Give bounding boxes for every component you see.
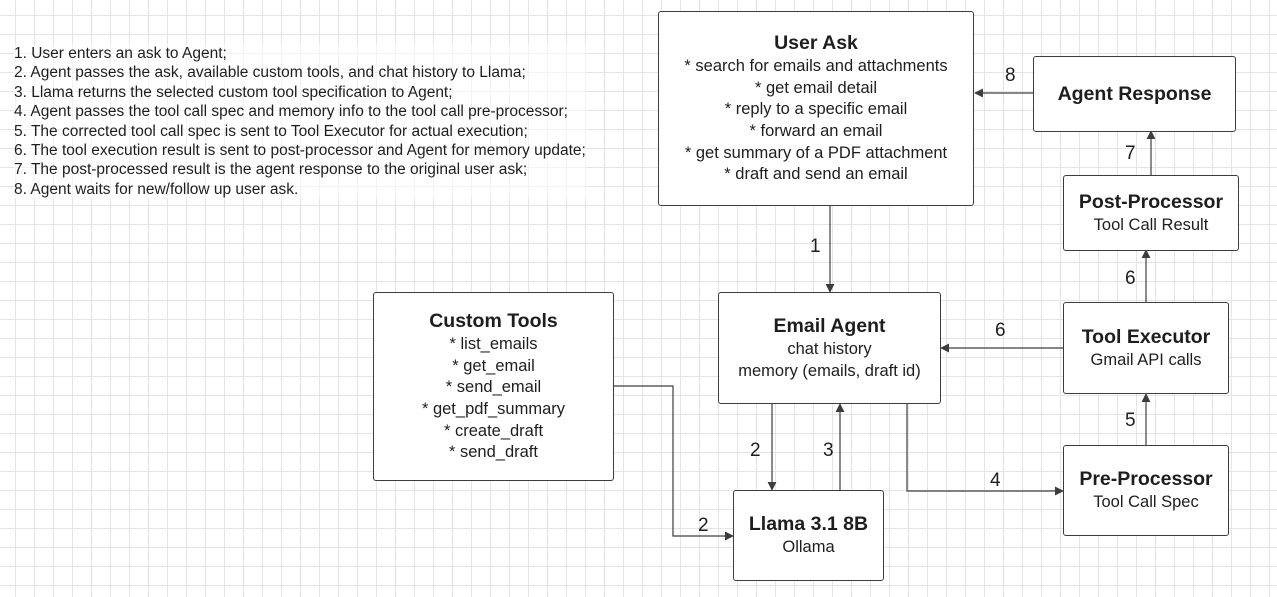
pre-processor-box: Pre-Processor Tool Call Spec (1063, 445, 1229, 536)
step-item: 1. User enters an ask to Agent; (14, 45, 227, 62)
step-item: 6. The tool execution result is sent to … (14, 142, 586, 160)
pre-processor-subtitle: Tool Call Spec (1093, 493, 1199, 512)
arrow-tools-to-llama (614, 385, 734, 541)
user-ask-line: * reply to a specific email (724, 100, 908, 119)
step-item: 8. Agent waits for new/follow up user as… (14, 180, 299, 198)
edge-label-3: 3 (823, 440, 834, 461)
step-item: 4. Agent passes the tool call spec and m… (14, 103, 568, 121)
edge-label-1: 1 (810, 236, 821, 257)
step-item: 5. The corrected tool call spec is sent … (14, 122, 528, 140)
step-item: 3. Llama returns the selected custom too… (14, 83, 453, 101)
user-ask-line: * get summary of a PDF attachment (684, 143, 948, 162)
tool-executor-subtitle: Gmail API calls (1090, 350, 1202, 369)
custom-tool-item: * send_draft (449, 443, 538, 462)
user-ask-line: * forward an email (749, 122, 883, 140)
tool-executor-box: Tool Executor Gmail API calls (1063, 302, 1229, 394)
edge-label-6-agent: 6 (995, 320, 1006, 341)
post-processor-box: Post-Processor Tool Call Result (1063, 175, 1239, 251)
step-item: 2. Agent passes the ask, available custo… (14, 64, 526, 82)
user-ask-line: * draft and send an email (724, 165, 908, 184)
custom-tools-title: Custom Tools (429, 310, 558, 333)
user-ask-line: * get email detail (755, 78, 877, 97)
edge-label-2-tools: 2 (698, 515, 709, 536)
user-ask-line: * search for emails and attachments (684, 57, 948, 76)
user-ask-title: User Ask (774, 32, 858, 55)
agent-response-title: Agent Response (1057, 82, 1212, 105)
pre-processor-title: Pre-Processor (1079, 468, 1213, 491)
email-agent-title: Email Agent (773, 314, 886, 337)
llama-box: Llama 3.1 8B Ollama (733, 490, 884, 581)
edge-label-4: 4 (990, 470, 1001, 491)
custom-tools-box: Custom Tools * list_emails * get_email *… (373, 292, 614, 481)
user-ask-box: User Ask * search for emails and attachm… (658, 11, 974, 206)
post-processor-title: Post-Processor (1078, 190, 1224, 213)
custom-tool-item: * create_draft (443, 421, 544, 440)
edge-label-2-agent: 2 (750, 440, 761, 461)
edge-label-7: 7 (1125, 143, 1136, 164)
step-item: 7. The post-processed result is the agen… (14, 161, 528, 179)
post-processor-subtitle: Tool Call Result (1093, 215, 1209, 234)
email-agent-line: chat history (787, 339, 872, 358)
llama-title: Llama 3.1 8B (748, 513, 869, 536)
agent-response-box: Agent Response (1033, 56, 1236, 132)
edge-label-8: 8 (1005, 65, 1016, 86)
custom-tool-item: * get_email (452, 356, 535, 375)
email-agent-box: Email Agent chat history memory (emails,… (718, 292, 941, 404)
llama-subtitle: Ollama (782, 538, 835, 557)
steps-list: 1. User enters an ask to Agent; 2. Agent… (14, 44, 586, 200)
arrow-agent-to-pre (906, 404, 1064, 496)
custom-tool-item: * send_email (445, 378, 542, 397)
email-agent-line: memory (emails, draft id) (738, 361, 921, 380)
custom-tool-item: * list_emails (449, 335, 538, 354)
edge-label-5: 5 (1125, 410, 1136, 431)
custom-tool-item: * get_pdf_summary (421, 400, 566, 418)
tool-executor-title: Tool Executor (1081, 325, 1211, 348)
edge-label-6-post: 6 (1125, 268, 1136, 289)
